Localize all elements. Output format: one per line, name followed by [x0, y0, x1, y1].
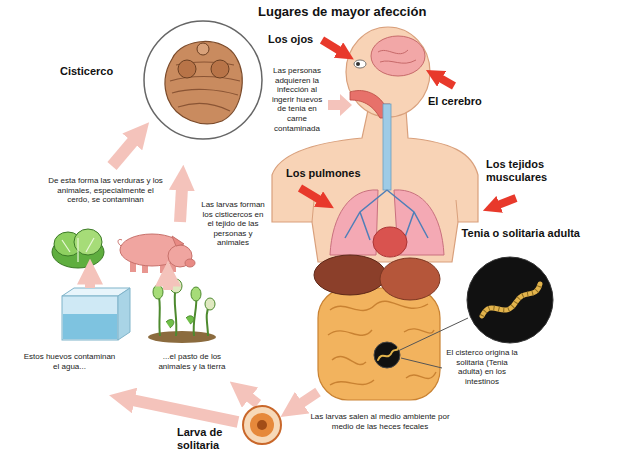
larva-circle-art — [241, 404, 283, 446]
pasture-picture — [166, 316, 194, 328]
adult-tapeworm-circle-art — [482, 284, 540, 316]
cycle-arrow — [132, 400, 238, 422]
target-arrow — [300, 40, 516, 205]
human-body — [272, 27, 478, 262]
human-body — [371, 36, 425, 76]
organ-label: Los tejidos musculares — [486, 158, 566, 184]
pasture-picture — [191, 287, 201, 301]
human-body — [356, 62, 360, 66]
lettuce-picture — [52, 229, 104, 268]
adult-tapeworm-circle-art — [466, 256, 554, 344]
pig-picture — [118, 234, 195, 273]
pasture-picture — [148, 331, 216, 343]
human-body — [272, 110, 478, 262]
cycle-arrow — [328, 94, 352, 116]
cycle-arrow — [163, 284, 173, 290]
human-body — [354, 60, 366, 68]
digestive-organs — [328, 301, 436, 385]
organ-label: Los ojos — [268, 33, 313, 46]
node-heading: Tenia o solitaria adulta — [460, 227, 580, 240]
digestive-organs — [374, 342, 400, 368]
target-arrow — [440, 78, 454, 86]
human-body — [312, 200, 458, 222]
pasture-picture — [158, 286, 210, 336]
target-arrow — [498, 198, 516, 205]
digestive-organs — [318, 288, 440, 400]
leader-line — [401, 358, 442, 368]
cysticercus-circle-art — [144, 21, 262, 139]
cycle-note: El cisterco origina la solitaria (Tenia … — [446, 348, 518, 386]
cycle-note: De esta forma las verduras y los animale… — [48, 176, 163, 205]
pasture-picture — [148, 279, 216, 343]
lettuce-picture — [62, 238, 94, 262]
larva-circle-art — [243, 406, 281, 444]
pasture-picture — [205, 298, 215, 310]
pig-picture — [118, 239, 122, 246]
pig-picture — [172, 236, 184, 246]
digestive-organs — [314, 255, 440, 400]
water-tank-picture — [118, 288, 130, 340]
cysticercus-circle-art — [178, 60, 196, 78]
target-arrow — [322, 40, 340, 51]
organ-label: Los pulmones — [286, 167, 361, 180]
digestive-organs — [378, 348, 398, 360]
cysticercus-circle: Cisticerco — [142, 19, 264, 141]
cycle-note: Estos huevos contaminan el agua... — [22, 352, 117, 371]
adult-tapeworm-circle-art — [482, 284, 540, 316]
adult-tapeworm-circle: Tenia o solitaria adulta — [466, 256, 554, 344]
larva-circle-art — [250, 413, 274, 437]
cycle-arrow — [90, 94, 352, 422]
node-heading: Cisticerco — [60, 65, 132, 78]
leader-line — [400, 318, 468, 350]
digestive-organs — [314, 255, 386, 295]
water-tank-picture — [62, 288, 130, 340]
diagram-title: Lugares de mayor afección — [258, 4, 426, 19]
pig-picture — [185, 259, 195, 267]
larva-circle-art — [257, 420, 267, 430]
cycle-arrow — [248, 396, 258, 404]
human-body — [373, 227, 407, 257]
human-body — [383, 104, 391, 190]
node-heading: Larva de solitaria — [177, 426, 237, 452]
human-body — [378, 50, 416, 63]
cysticercus-circle-art — [211, 60, 229, 78]
cycle-arrow — [300, 392, 318, 404]
cysticercus-circle-art — [165, 41, 242, 123]
cycle-arrow — [180, 188, 182, 222]
human-body — [346, 27, 430, 117]
cycle-arrow — [85, 282, 95, 288]
cycle-note: ...el pasto de los animales y la tierra — [150, 352, 234, 371]
cycle-note: Las personas adquieren la infección al i… — [268, 66, 326, 133]
cysticercus-circle-art — [142, 19, 264, 141]
cycle-note: Las larvas salen al medio ambiente por m… — [305, 412, 455, 431]
larva-circle: Larva de solitaria — [241, 404, 283, 446]
pasture-picture — [153, 285, 163, 299]
cycle-note: Las larvas forman los cisticercos en el … — [200, 200, 266, 248]
cysticercus-circle-art — [197, 43, 209, 55]
water-tank-picture — [62, 296, 118, 340]
target-arrow — [300, 188, 320, 200]
adult-tapeworm-circle-art — [467, 257, 553, 343]
cycle-arrow — [112, 140, 134, 166]
organ-label: El cerebro — [428, 95, 482, 108]
digestive-organs — [380, 258, 440, 300]
water-tank-picture — [63, 314, 117, 339]
